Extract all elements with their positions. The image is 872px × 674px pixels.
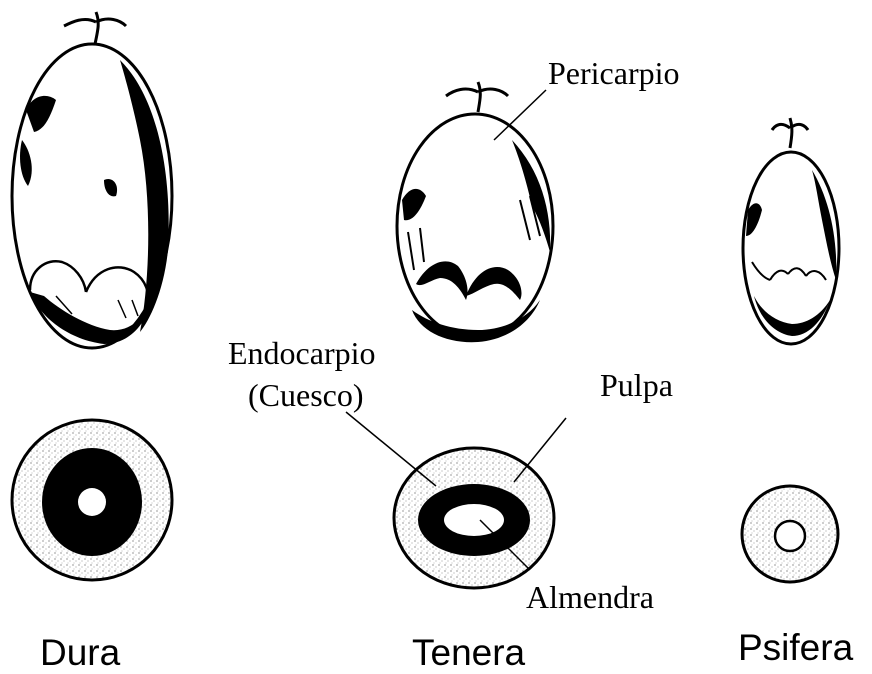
pulpa-label: Pulpa <box>600 367 673 403</box>
almendra-label: Almendra <box>526 579 654 615</box>
dura-cross-section <box>12 420 172 580</box>
variety-label-dura: Dura <box>40 632 121 673</box>
endocarpio-leader <box>346 412 436 486</box>
cuesco-label: (Cuesco) <box>248 377 364 413</box>
pericarpio-label: Pericarpio <box>548 55 680 91</box>
pulpa-leader <box>514 418 566 482</box>
endocarpio-label: Endocarpio <box>228 335 376 371</box>
variety-label-psifera: Psifera <box>738 627 854 668</box>
variety-label-tenera: Tenera <box>412 632 526 673</box>
dura-fruit <box>12 12 172 348</box>
tenera-cross-section <box>394 448 554 588</box>
psifera-cross-section <box>742 486 838 582</box>
psifera-fruit <box>743 118 839 344</box>
tenera-fruit <box>397 82 553 342</box>
